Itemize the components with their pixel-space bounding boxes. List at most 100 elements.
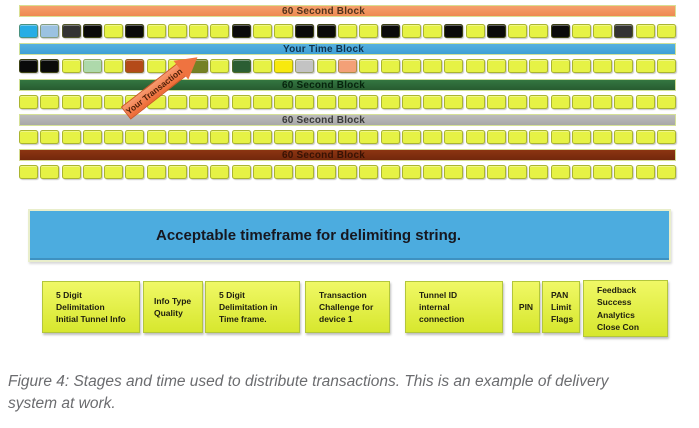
- block-yellow: [444, 130, 464, 144]
- block-yellow: [423, 130, 443, 144]
- block-yellow: [104, 95, 124, 109]
- block-yellow: [444, 59, 464, 73]
- block-yellow: [359, 59, 379, 73]
- block-yellow: [423, 59, 443, 73]
- stage-box-7: PAN Limit Flags: [542, 281, 580, 333]
- block-yellow: [274, 24, 294, 38]
- block-yellow: [635, 165, 655, 179]
- block-yellow: [635, 59, 655, 73]
- acceptable-timeframe-box: Acceptable timeframe for delimiting stri…: [28, 209, 671, 262]
- block-yellow: [252, 59, 272, 73]
- block-yellow: [550, 59, 570, 73]
- block-yellow: [571, 59, 591, 73]
- block-yellow: [380, 165, 400, 179]
- block-yellow: [508, 130, 528, 144]
- block-yellow: [146, 130, 166, 144]
- block-yellow: [295, 95, 315, 109]
- block-yellow: [167, 95, 187, 109]
- block-black: [444, 24, 464, 38]
- block-lightgray: [295, 59, 315, 73]
- block-yellow: [252, 130, 272, 144]
- block-yellow: [189, 95, 209, 109]
- block-yellow: [337, 24, 357, 38]
- block-yellow: [465, 59, 485, 73]
- caption-line-1: Figure 4: Stages and time used to distri…: [8, 373, 609, 390]
- block-yellow: [593, 59, 613, 73]
- block-yellow: [104, 24, 124, 38]
- block-row-1: [19, 24, 676, 38]
- block-yellow: [508, 95, 528, 109]
- block-yellow: [167, 24, 187, 38]
- block-yellow: [210, 24, 230, 38]
- block-darkgreen: [231, 59, 251, 73]
- block-row-5: [19, 165, 676, 179]
- block-black: [380, 24, 400, 38]
- block-yellow: [19, 165, 38, 179]
- block-yellow: [337, 130, 357, 144]
- block-yellow: [231, 130, 251, 144]
- block-rust: [125, 59, 145, 73]
- block-yellow: [295, 165, 315, 179]
- block-yellow: [635, 95, 655, 109]
- block-yellow: [40, 95, 60, 109]
- stage-box-6: PIN: [512, 281, 540, 333]
- block-yellow: [508, 59, 528, 73]
- block-yellow: [486, 95, 506, 109]
- block-yellow: [401, 165, 421, 179]
- block-brightyellow: [274, 59, 294, 73]
- block-yellow: [82, 130, 102, 144]
- block-yellow: [210, 59, 230, 73]
- block-row-3: [19, 95, 676, 109]
- block-yellow: [380, 95, 400, 109]
- block-yellow: [146, 59, 166, 73]
- block-yellow: [104, 130, 124, 144]
- block-yellow: [401, 95, 421, 109]
- block-yellow: [104, 165, 124, 179]
- block-yellow: [252, 165, 272, 179]
- block-yellow: [359, 165, 379, 179]
- block-yellow: [571, 95, 591, 109]
- block-yellow: [529, 165, 549, 179]
- block-yellow: [656, 95, 676, 109]
- block-yellow: [593, 165, 613, 179]
- bar-label: 60 Second Block: [281, 114, 366, 126]
- block-yellow: [423, 165, 443, 179]
- block-yellow: [61, 59, 81, 73]
- block-yellow: [380, 59, 400, 73]
- block-yellow: [316, 165, 336, 179]
- block-yellow: [444, 95, 464, 109]
- block-black: [19, 59, 38, 73]
- block-yellow: [550, 165, 570, 179]
- block-yellow: [295, 130, 315, 144]
- block-yellow: [146, 24, 166, 38]
- block-black: [40, 59, 60, 73]
- bar-label: 60 Second Block: [281, 79, 366, 91]
- bar-60-second-block-green: 60 Second Block: [19, 79, 676, 91]
- bar-60-second-block-orange: 60 Second Block: [19, 5, 676, 17]
- block-yellow: [486, 59, 506, 73]
- block-yellow: [529, 24, 549, 38]
- block-yellow: [61, 130, 81, 144]
- block-yellow: [61, 95, 81, 109]
- block-yellow: [465, 165, 485, 179]
- block-yellow: [19, 95, 38, 109]
- block-black: [295, 24, 315, 38]
- block-yellow: [656, 59, 676, 73]
- acceptable-timeframe-text: Acceptable timeframe for delimiting stri…: [156, 227, 462, 244]
- bar-your-time-block: Your Time Block: [19, 43, 676, 55]
- block-yellow: [486, 130, 506, 144]
- block-yellow: [167, 130, 187, 144]
- block-yellow: [635, 130, 655, 144]
- block-yellow: [571, 165, 591, 179]
- block-yellow: [252, 24, 272, 38]
- block-yellow: [614, 165, 634, 179]
- block-yellow: [316, 130, 336, 144]
- block-yellow: [274, 165, 294, 179]
- block-yellow: [274, 95, 294, 109]
- block-yellow: [316, 95, 336, 109]
- stage-box-1: 5 Digit Delimitation Initial Tunnel Info: [42, 281, 140, 333]
- block-yellow: [571, 130, 591, 144]
- block-yellow: [614, 95, 634, 109]
- block-yellow: [486, 165, 506, 179]
- block-yellow: [401, 130, 421, 144]
